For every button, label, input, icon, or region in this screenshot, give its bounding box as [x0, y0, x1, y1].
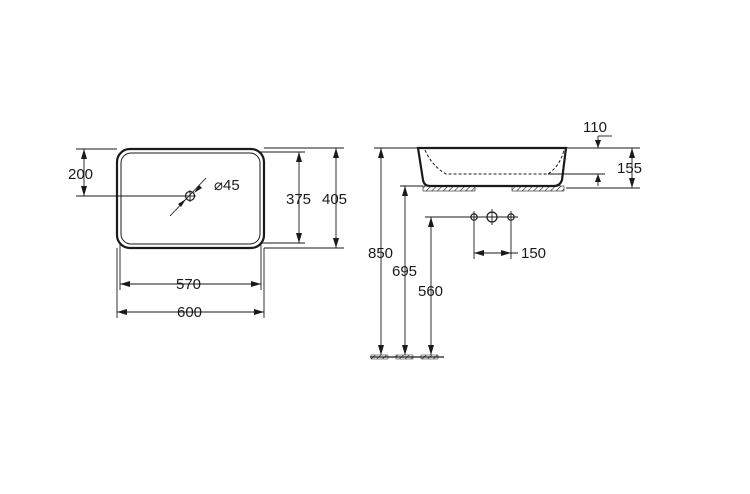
- dim-200: [76, 148, 186, 197]
- dim-850-label: 850: [368, 245, 393, 262]
- dim-155-label: 155: [617, 160, 642, 177]
- dim-850: [374, 147, 418, 355]
- dim-375: [260, 151, 305, 244]
- basin-foot-left: [422, 185, 476, 192]
- dim-695-label: 695: [392, 263, 417, 280]
- dim-560: [425, 216, 468, 355]
- basin-inner-outline: [120, 152, 261, 245]
- dim-375-label: 375: [286, 191, 311, 208]
- dim-695: [400, 185, 423, 355]
- side-view: 110 155 850 695: [368, 119, 642, 360]
- dim-405-label: 405: [322, 191, 347, 208]
- basin-foot-right: [511, 185, 565, 192]
- dim-110: [548, 135, 640, 186]
- top-view: ⌀45 200 375 405: [68, 147, 347, 321]
- dim-560-label: 560: [418, 283, 443, 300]
- dim-405: [264, 147, 344, 249]
- basin-inner-dashed: [424, 149, 565, 175]
- basin-outer-outline: [115, 147, 266, 250]
- dim-200-label: 200: [68, 166, 93, 183]
- tap-holes-icon: [468, 209, 518, 225]
- dim-110-label: 110: [583, 119, 607, 136]
- dim-150: [473, 223, 518, 259]
- diameter-label: ⌀45: [214, 177, 240, 194]
- dim-600-label: 600: [177, 304, 202, 321]
- dim-150-label: 150: [521, 245, 546, 262]
- dim-600: [116, 248, 265, 318]
- dim-570-label: 570: [176, 276, 201, 293]
- dim-155: [566, 148, 640, 189]
- drain-icon: [169, 177, 207, 217]
- basin-side-outline: [416, 146, 568, 188]
- floor-line: [370, 354, 444, 360]
- dim-570: [119, 244, 262, 290]
